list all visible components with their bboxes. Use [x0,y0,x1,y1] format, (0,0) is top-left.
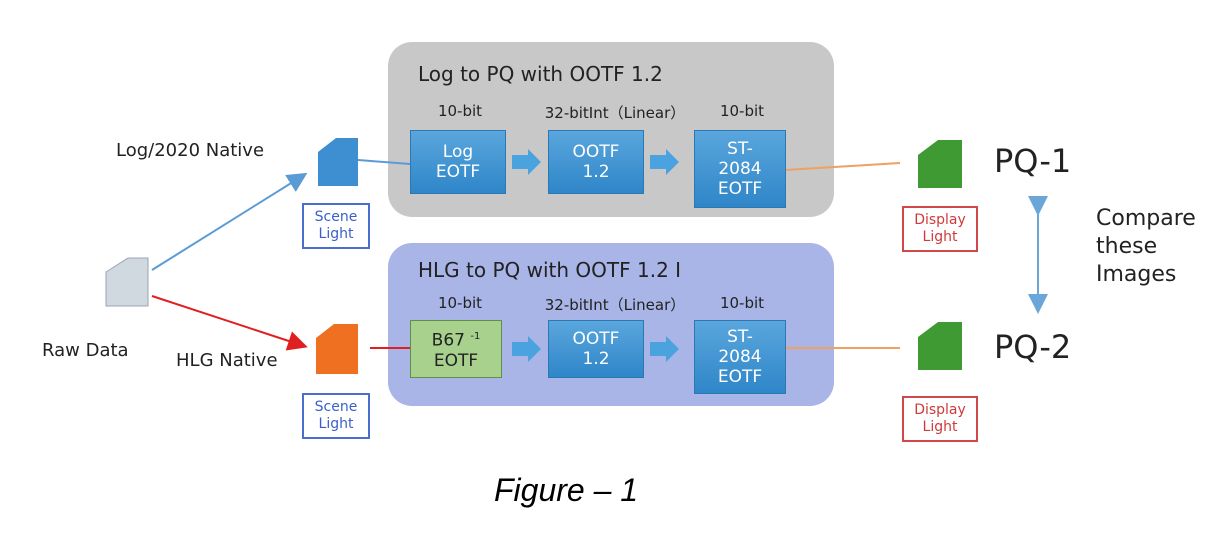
b67-superscript: -1 [470,331,481,343]
raw-data-label: Raw Data [42,340,129,361]
raw-to-hlg-arrow [151,295,308,351]
scene-light-tag-bottom: Scene Light [302,393,370,439]
display-light-tag-top: Display Light [902,206,978,252]
display-light-tag-bottom: Display Light [902,396,978,442]
bottom-group-title: HLG to PQ with OOTF 1.2 I [418,258,682,282]
bottom-label-output: 10-bit [719,294,765,312]
top-group-title: Log to PQ with OOTF 1.2 [418,62,663,86]
bottom-st2084-eotf-block: ST- 2084 EOTF [694,320,786,394]
pq1-document-icon [918,140,962,188]
bottom-ootf-block: OOTF 1.2 [548,320,644,378]
top-label-linear: 32-bitInt（Linear） [544,104,686,122]
hlg-native-label: HLG Native [176,350,278,371]
bottom-label-input: 10-bit [437,294,483,312]
raw-to-log-arrow [151,172,308,271]
pq2-label: PQ-2 [994,328,1072,366]
top-arrow-2 [650,149,679,175]
top-st2084-eotf-block: ST- 2084 EOTF [694,130,786,208]
log-eotf-block: Log EOTF [410,130,506,194]
top-label-input: 10-bit [437,102,483,120]
top-output-line [784,162,901,171]
top-ootf-block: OOTF 1.2 [548,130,644,194]
pq2-document-icon [918,322,962,370]
log-native-label: Log/2020 Native [116,140,265,161]
bottom-arrow-2 [650,336,679,362]
b67-eotf-line: EOTF [433,350,479,371]
top-label-output: 10-bit [719,102,765,120]
figure-caption: Figure – 1 [494,472,639,508]
bottom-label-linear: 32-bitInt（Linear） [544,296,686,314]
pq1-label: PQ-1 [994,142,1072,180]
b67-eotf-block: B67 -1 EOTF [410,320,502,378]
compare-images-label: Compare these Images [1096,206,1196,287]
hlg-document-icon [316,324,358,374]
log-document-icon [318,138,358,186]
top-arrow-1 [512,149,541,175]
scene-light-tag-top: Scene Light [302,203,370,249]
b67-line: B67 -1 [432,327,481,351]
b67-main: B67 [431,330,465,351]
bottom-arrow-1 [512,336,541,362]
log-to-block-line [357,159,411,165]
raw-data-document-icon [105,257,149,307]
